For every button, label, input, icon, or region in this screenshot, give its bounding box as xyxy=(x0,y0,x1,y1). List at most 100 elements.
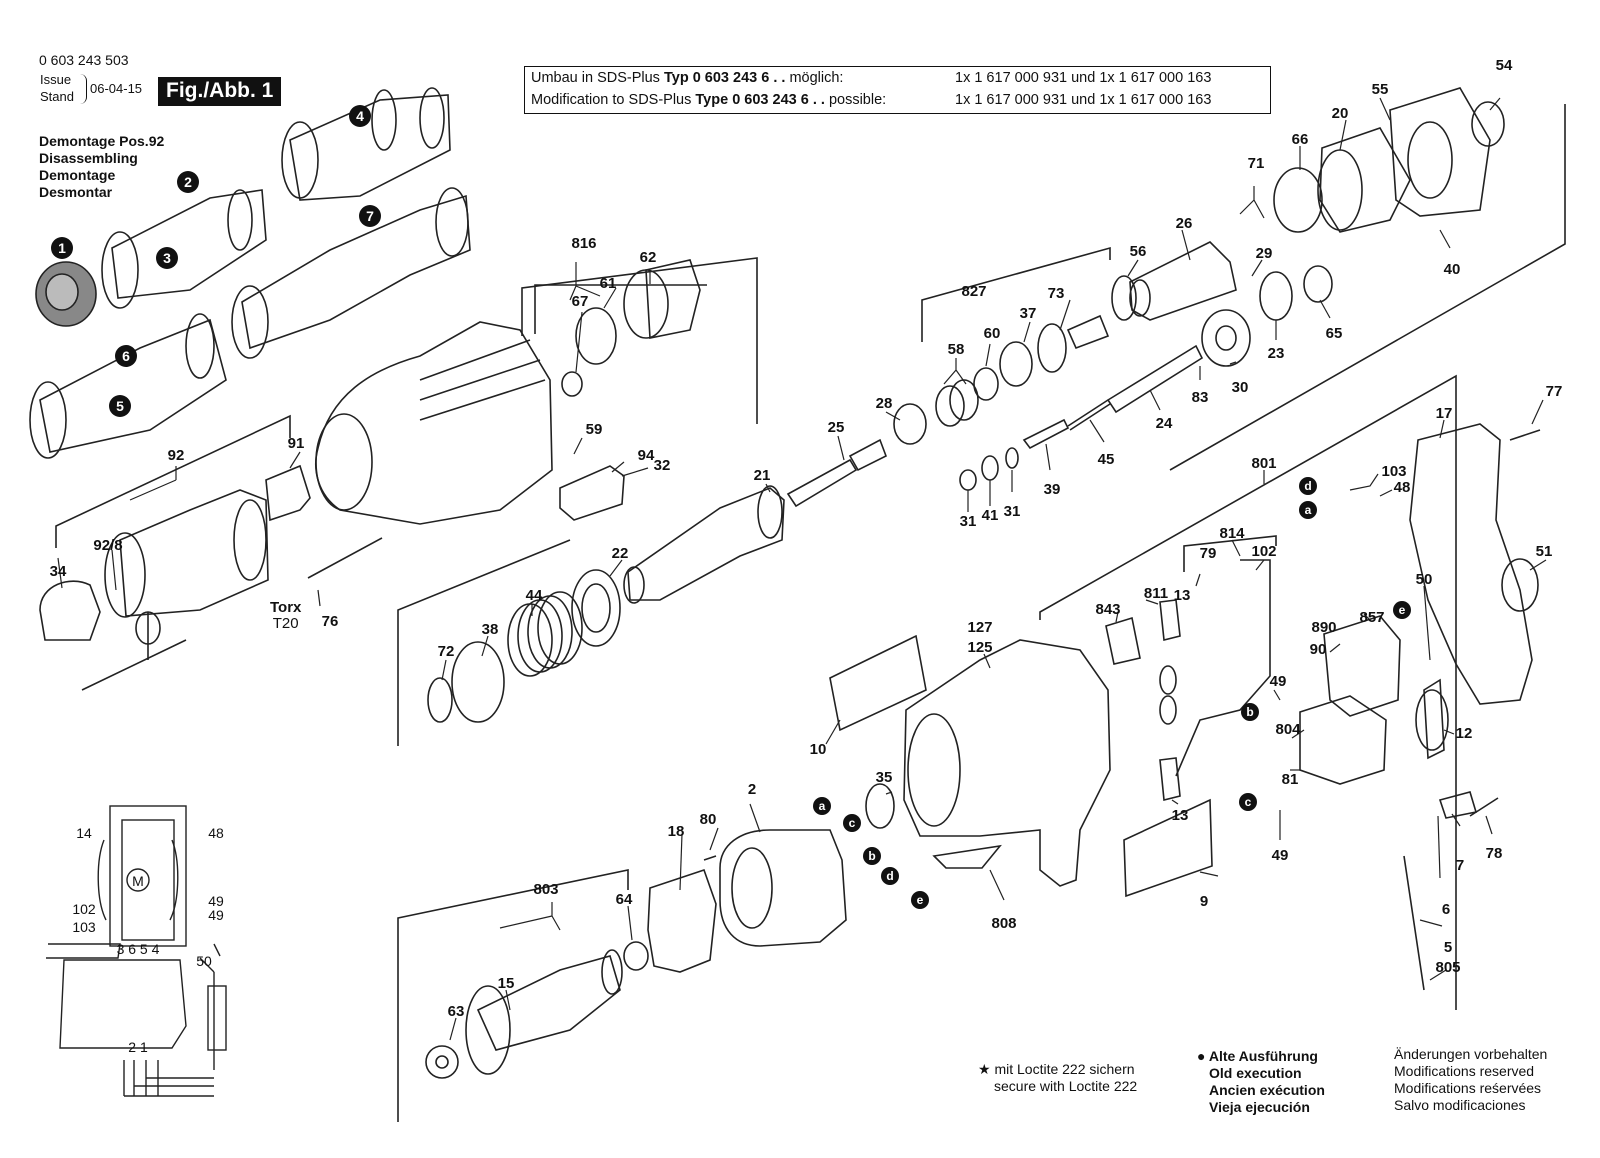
chuck-key xyxy=(81,611,187,691)
disassembly-title-line: Demontage Pos.92 xyxy=(39,133,165,149)
part-number-label: 804 xyxy=(1275,721,1301,738)
modification-text: möglich: xyxy=(785,70,844,86)
part-number-label: 18 xyxy=(668,823,685,840)
legend-loctite-line: secure with Loctite 222 xyxy=(994,1078,1138,1094)
part-number-label: 73 xyxy=(1048,285,1065,302)
o-ring-54 xyxy=(1471,101,1505,147)
assembly-frame-right xyxy=(1169,104,1566,471)
assembly-frame-827 xyxy=(921,246,1111,342)
schematic-label: 14 xyxy=(76,825,92,841)
wire-marker xyxy=(1393,601,1411,619)
disassembly-title-line: Desmontar xyxy=(39,184,113,200)
part-number-label: 29 xyxy=(1256,245,1273,262)
spring-45 xyxy=(1067,399,1111,431)
part-number-label: 50 xyxy=(1416,571,1433,588)
cable-6 xyxy=(1403,855,1425,991)
schematic-label: M xyxy=(132,873,144,889)
torx-label: Torx T20 xyxy=(270,600,301,632)
modification-row-en: Modification to SDS-Plus Type 0 603 243 … xyxy=(531,92,1211,108)
wire-marker xyxy=(911,891,929,909)
part-number-label: 801 xyxy=(1251,455,1276,472)
legend-changes: Änderungen vorbehalten Modifications res… xyxy=(1394,1046,1547,1114)
bearing-flange-20 xyxy=(1317,127,1411,233)
wire-marker-letter: e xyxy=(1399,603,1406,617)
intermediate-shaft-24 xyxy=(1106,344,1204,414)
part-number-label: 23 xyxy=(1268,345,1285,362)
modification-type: Typ 0 603 243 6 . . xyxy=(663,70,786,86)
step-marker xyxy=(177,171,199,193)
disassembly-title-line: Demontage xyxy=(39,167,116,183)
cap-51 xyxy=(1501,558,1539,612)
gear-23 xyxy=(1259,271,1293,321)
part-number-label: 67 xyxy=(572,293,589,310)
part-number-label: 32 xyxy=(654,457,671,474)
label-plate-808 xyxy=(932,844,1002,869)
part-number-label: 805 xyxy=(1435,959,1460,976)
legend-loctite-text: mit Loctite 222 sichern xyxy=(994,1061,1135,1077)
leader-lines xyxy=(57,97,1547,1041)
part-number-label: 41 xyxy=(982,507,999,524)
label-plate-10 xyxy=(829,634,927,732)
part-number-label: 843 xyxy=(1095,601,1120,618)
part-number-label: 30 xyxy=(1232,379,1249,396)
torx-size: T20 xyxy=(272,615,299,632)
part-number-label: 76 xyxy=(322,613,339,630)
chuck-bottom xyxy=(29,313,227,459)
step-number: 5 xyxy=(116,398,124,414)
legend-changes-line: Modifications reserved xyxy=(1394,1063,1535,1079)
step-number: 3 xyxy=(163,250,171,266)
schematic-label: 3 6 5 4 xyxy=(117,941,160,957)
step-marker xyxy=(359,205,381,227)
part-number-label: 13 xyxy=(1174,587,1191,604)
chuck-middle xyxy=(101,189,267,309)
part-number-label: 22 xyxy=(612,545,629,562)
o-ring-56 xyxy=(1111,275,1137,321)
clutch-91 xyxy=(265,464,311,522)
schematic-label: 2 1 xyxy=(128,1039,148,1055)
bearing-61-62 xyxy=(575,259,701,365)
step-number: 4 xyxy=(356,108,364,124)
step-number: 6 xyxy=(122,348,130,364)
issue-label: Issue xyxy=(40,72,72,87)
label-plate-9 xyxy=(1123,798,1213,898)
wire-marker xyxy=(813,797,831,815)
part-number-label: 10 xyxy=(810,741,827,758)
part-number-label: 15 xyxy=(498,975,515,992)
part-number-label: 127 xyxy=(967,619,992,636)
stand-label: Stand xyxy=(40,89,74,104)
wire-marker xyxy=(843,814,861,832)
part-number-label: 17 xyxy=(1436,405,1453,422)
ring-67 xyxy=(561,371,583,397)
wire-markers xyxy=(813,477,1411,909)
part-number-label: 6 xyxy=(1442,901,1450,918)
part-number-label: 91 xyxy=(288,435,305,452)
legend-loctite-line: ★ mit Loctite 222 sichern xyxy=(978,1061,1135,1077)
bearing-64 xyxy=(623,941,649,971)
part-number-label: 40 xyxy=(1444,261,1461,278)
wire-marker xyxy=(1239,793,1257,811)
pins-25-28 xyxy=(786,403,927,508)
part-number-label: 34 xyxy=(50,563,67,580)
nose-cap-34 xyxy=(39,580,101,641)
motor-housing xyxy=(903,639,1111,887)
wire-marker xyxy=(1241,703,1259,721)
modification-parts: 1x 1 617 000 931 und 1x 1 617 000 163 xyxy=(955,70,1212,86)
lever-32 xyxy=(559,465,625,521)
part-number-label: 54 xyxy=(1496,57,1513,74)
legend-old-execution: ● Alte Ausführung Old execution Ancien e… xyxy=(1197,1048,1325,1116)
screw-80 xyxy=(703,855,717,861)
legend-changes-line: Änderungen vorbehalten xyxy=(1394,1046,1548,1062)
part-number-label: 13 xyxy=(1172,807,1189,824)
legend-old-line: ● Alte Ausführung xyxy=(1197,1048,1318,1064)
figure-tag: Fig./Abb. 1 xyxy=(158,77,282,106)
part-number-label: 64 xyxy=(616,891,633,908)
wire-marker-letter: d xyxy=(1304,479,1311,493)
capacitor-12 xyxy=(1415,678,1449,760)
screw-78 xyxy=(1469,797,1499,817)
modification-parts: 1x 1 617 000 931 und 1x 1 617 000 163 xyxy=(955,92,1212,108)
legend-changes-line: Salvo modificaciones xyxy=(1394,1097,1526,1113)
